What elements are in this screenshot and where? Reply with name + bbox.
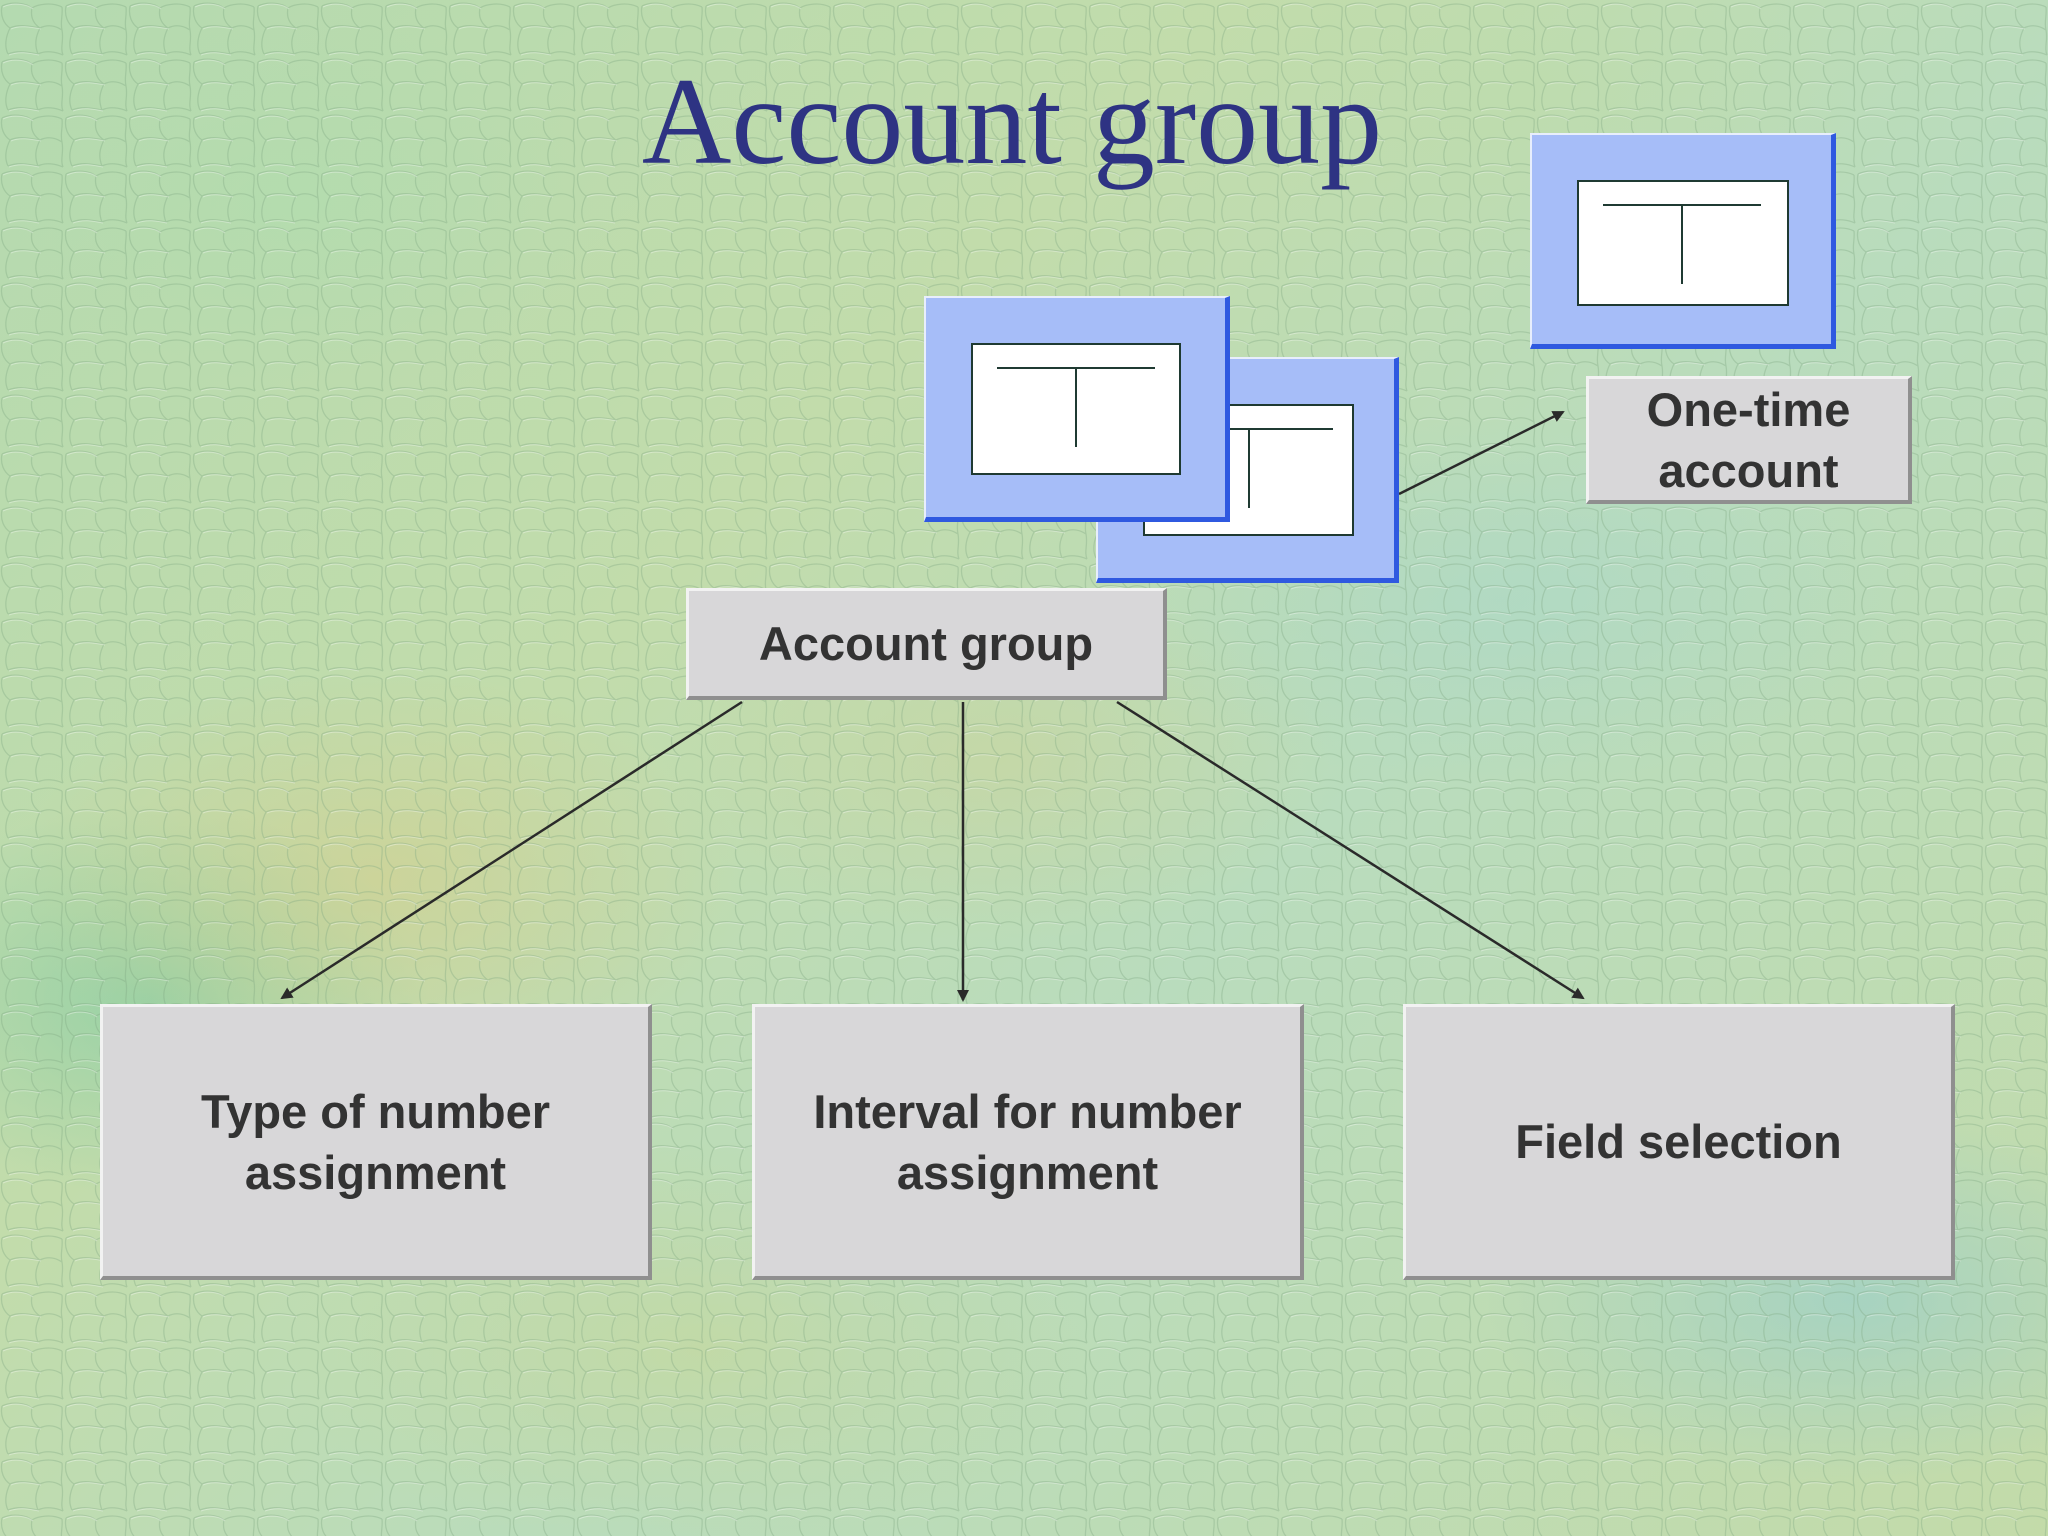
field-selection-label: Field selection xyxy=(1515,1115,1842,1168)
account-group-box: Account group xyxy=(686,588,1167,700)
interval-for-number-assignment-box: Interval for number assignment xyxy=(752,1004,1304,1280)
account-ledger-icon xyxy=(924,296,1230,522)
t-account-ledger xyxy=(1577,180,1789,306)
one-time-account-ledger-icon xyxy=(1530,133,1836,349)
type-of-number-assignment-box: Type of number assignment xyxy=(100,1004,652,1280)
ledger-divider-line xyxy=(1248,428,1250,508)
ledger-divider-line xyxy=(1075,367,1077,447)
account-group-label: Account group xyxy=(758,617,1094,670)
field-selection-box: Field selection xyxy=(1403,1004,1955,1280)
connector-to-one-time-account xyxy=(1398,410,1565,496)
t-account-ledger xyxy=(971,343,1181,475)
one-time-account-box: One-time account xyxy=(1586,376,1912,504)
ledger-divider-line xyxy=(1681,204,1683,284)
type-of-number-assignment-label: Type of number assignment xyxy=(200,1084,551,1199)
slide-title: Account group xyxy=(641,53,1383,190)
one-time-account-label: One-time account xyxy=(1646,382,1851,497)
connector-to-field-selection xyxy=(1116,700,1585,1000)
interval-for-number-assignment-label: Interval for number assignment xyxy=(813,1084,1242,1199)
connector-to-type-of-number-assignment xyxy=(280,700,743,1000)
